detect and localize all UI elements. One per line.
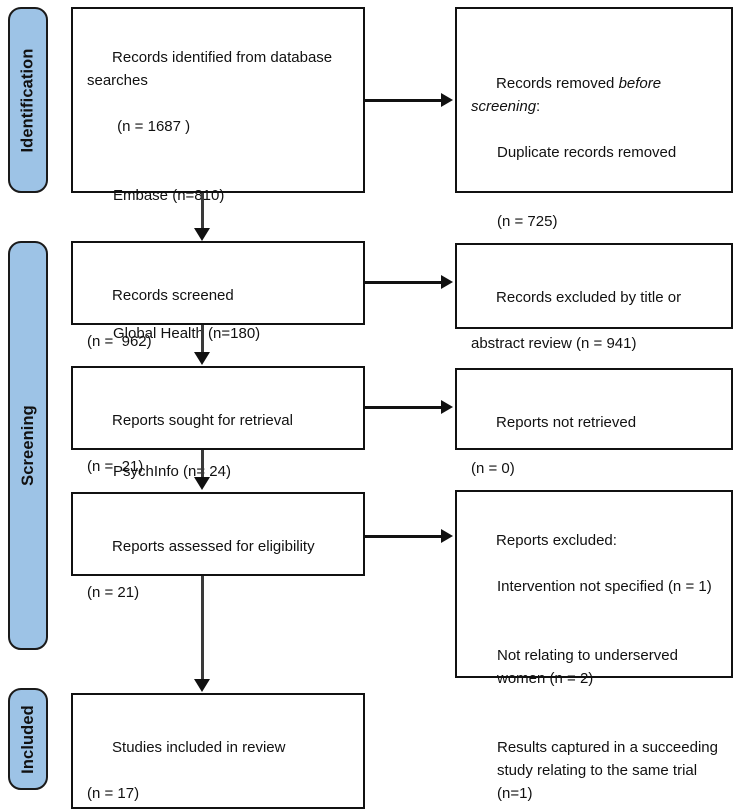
- box-records-excluded-text: Records excluded by title or abstract re…: [471, 263, 722, 401]
- arrowhead-sought-to-not-retrieved: [441, 400, 453, 414]
- records-removed-lead-colon: :: [536, 98, 541, 115]
- reports-sought-line2: (n = 21): [87, 458, 144, 475]
- records-excluded-line2: abstract review (n = 941): [471, 335, 637, 352]
- reports-sought-line1: Reports sought for retrieval: [112, 412, 293, 429]
- records-removed-lead-italic: before screening: [471, 75, 666, 115]
- reports-assessed-line2: (n = 21): [87, 584, 140, 601]
- records-removed-detail2: (n = 725): [497, 213, 558, 230]
- connector-assessed-to-excluded: [365, 535, 443, 538]
- reports-excluded-reason1: Intervention not specified (n = 1): [497, 578, 712, 595]
- arrowhead-sought-to-assessed: [194, 477, 210, 490]
- stage-band-included: Included: [8, 688, 48, 790]
- box-records-screened-text: Records screened (n = 962): [87, 261, 354, 399]
- stage-band-screening-label: Screening: [18, 405, 37, 486]
- box-reports-sought-text: Reports sought for retrieval (n = 21): [87, 386, 354, 524]
- box-reports-sought: Reports sought for retrieval (n = 21): [71, 366, 365, 475]
- connector-identified-to-screened: [201, 193, 204, 229]
- reports-assessed-line1: Reports assessed for eligibility: [112, 538, 315, 555]
- records-screened-line1: Records screened: [112, 287, 234, 304]
- arrowhead-identified-to-removed: [441, 93, 453, 107]
- studies-included-line2: (n = 17): [87, 785, 140, 802]
- box-records-identified: Records identified from database searche…: [71, 7, 365, 480]
- stage-band-identification-label: Identification: [18, 47, 37, 153]
- records-identified-line7: PsychInfo (n= 24): [113, 463, 231, 480]
- arrowhead-assessed-to-excluded: [441, 529, 453, 543]
- box-records-removed-text: Records removed before screening: Duplic…: [471, 49, 722, 279]
- records-removed-detail1: Duplicate records removed: [497, 144, 677, 161]
- box-studies-included: Studies included in review (n = 17): [71, 693, 365, 809]
- connector-identified-to-removed: [365, 99, 443, 102]
- box-studies-included-text: Studies included in review (n = 17): [87, 713, 354, 809]
- reports-not-retrieved-line2: (n = 0): [471, 460, 515, 477]
- arrowhead-identified-to-screened: [194, 228, 210, 241]
- stage-band-included-label: Included: [18, 704, 37, 774]
- records-identified-line2: (n = 1687 ): [113, 118, 191, 135]
- stage-band-identification: Identification: [8, 7, 48, 193]
- connector-screened-to-sought: [201, 325, 204, 353]
- box-reports-not-retrieved-text: Reports not retrieved (n = 0): [471, 388, 722, 526]
- reports-excluded-heading: Reports excluded:: [496, 532, 617, 549]
- studies-included-line1: Studies included in review: [112, 739, 286, 756]
- reports-excluded-reason2: Not relating to underserved women (n = 2…: [497, 647, 683, 687]
- records-screened-line2: (n = 962): [87, 333, 152, 350]
- connector-screened-to-excluded: [365, 281, 443, 284]
- box-reports-assessed: Reports assessed for eligibility (n = 21…: [71, 492, 365, 601]
- records-excluded-line1: Records excluded by title or: [496, 289, 682, 306]
- connector-sought-to-not-retrieved: [365, 406, 443, 409]
- box-records-removed-before-screening: Records removed before screening: Duplic…: [455, 7, 733, 230]
- box-records-excluded: Records excluded by title or abstract re…: [455, 243, 733, 352]
- arrowhead-screened-to-excluded: [441, 275, 453, 289]
- arrowhead-screened-to-sought: [194, 352, 210, 365]
- records-identified-line5: Global Health (n=180): [113, 325, 261, 342]
- box-reports-excluded: Reports excluded: Intervention not speci…: [455, 490, 733, 802]
- stage-band-screening: Screening: [8, 241, 48, 650]
- connector-assessed-to-included: [201, 576, 204, 680]
- reports-not-retrieved-line1: Reports not retrieved: [496, 414, 637, 431]
- records-identified-line1: Records identified from database searche…: [87, 49, 337, 89]
- records-identified-line3: Embase (n=810): [113, 187, 225, 204]
- box-records-screened: Records screened (n = 962): [71, 241, 365, 350]
- connector-sought-to-assessed: [201, 450, 204, 478]
- records-removed-lead-plain: Records removed: [496, 75, 619, 92]
- box-reports-excluded-text: Reports excluded: Intervention not speci…: [471, 506, 722, 809]
- reports-excluded-reason3: Results captured in a succeeding study r…: [497, 739, 723, 802]
- arrowhead-assessed-to-included: [194, 679, 210, 692]
- box-reports-assessed-text: Reports assessed for eligibility (n = 21…: [87, 512, 354, 650]
- box-reports-not-retrieved: Reports not retrieved (n = 0): [455, 368, 733, 477]
